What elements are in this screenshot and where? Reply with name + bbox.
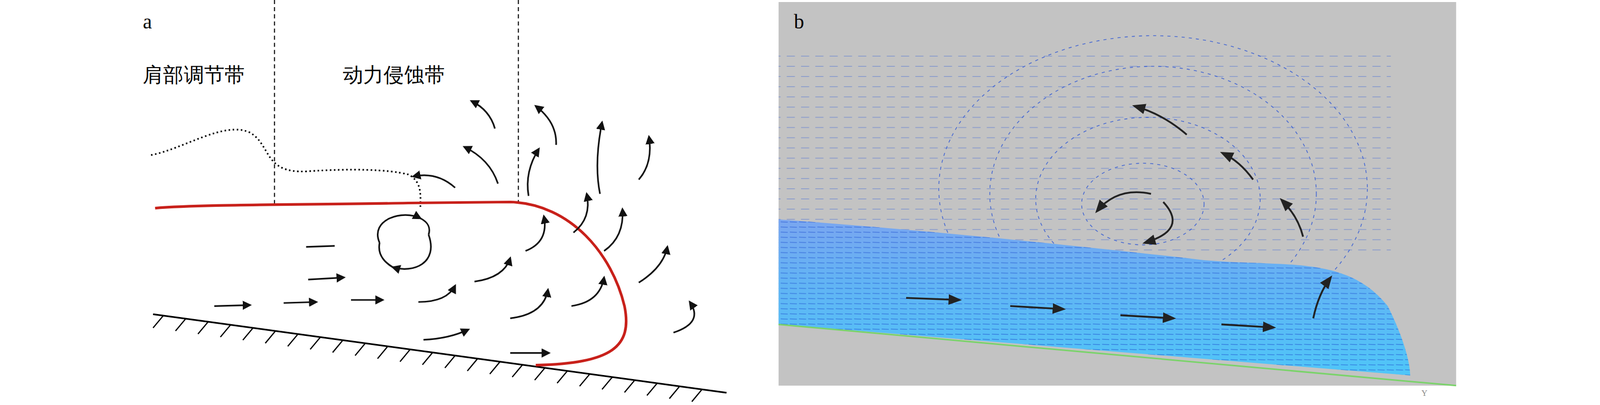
- dotted-interface: [150, 129, 421, 207]
- vortex: [378, 218, 430, 268]
- zone-label: 肩部调节带: [142, 64, 245, 85]
- flow-arrows: [214, 101, 695, 354]
- panel-b: [778, 2, 1457, 386]
- current-outline: [154, 202, 626, 366]
- slope-bed: [152, 313, 727, 393]
- panel-a: [150, 0, 727, 402]
- flow-arrows: [906, 106, 1331, 328]
- axis-label: Y: [1421, 389, 1428, 398]
- slope-bed: [778, 324, 1457, 386]
- bed-hatching: [152, 315, 702, 402]
- vector-field-upper: [778, 50, 1391, 255]
- zone-label: 动力侵蚀带: [342, 64, 445, 85]
- vector-field-lower: [778, 219, 1411, 376]
- current-body: [778, 219, 1411, 376]
- panel-label: a: [142, 11, 152, 32]
- zone-divider: [273, 0, 275, 208]
- panel-label: b: [793, 11, 805, 32]
- flow-dash: [306, 245, 335, 247]
- simulation-ground: [778, 2, 1457, 386]
- zone-divider: [518, 0, 520, 203]
